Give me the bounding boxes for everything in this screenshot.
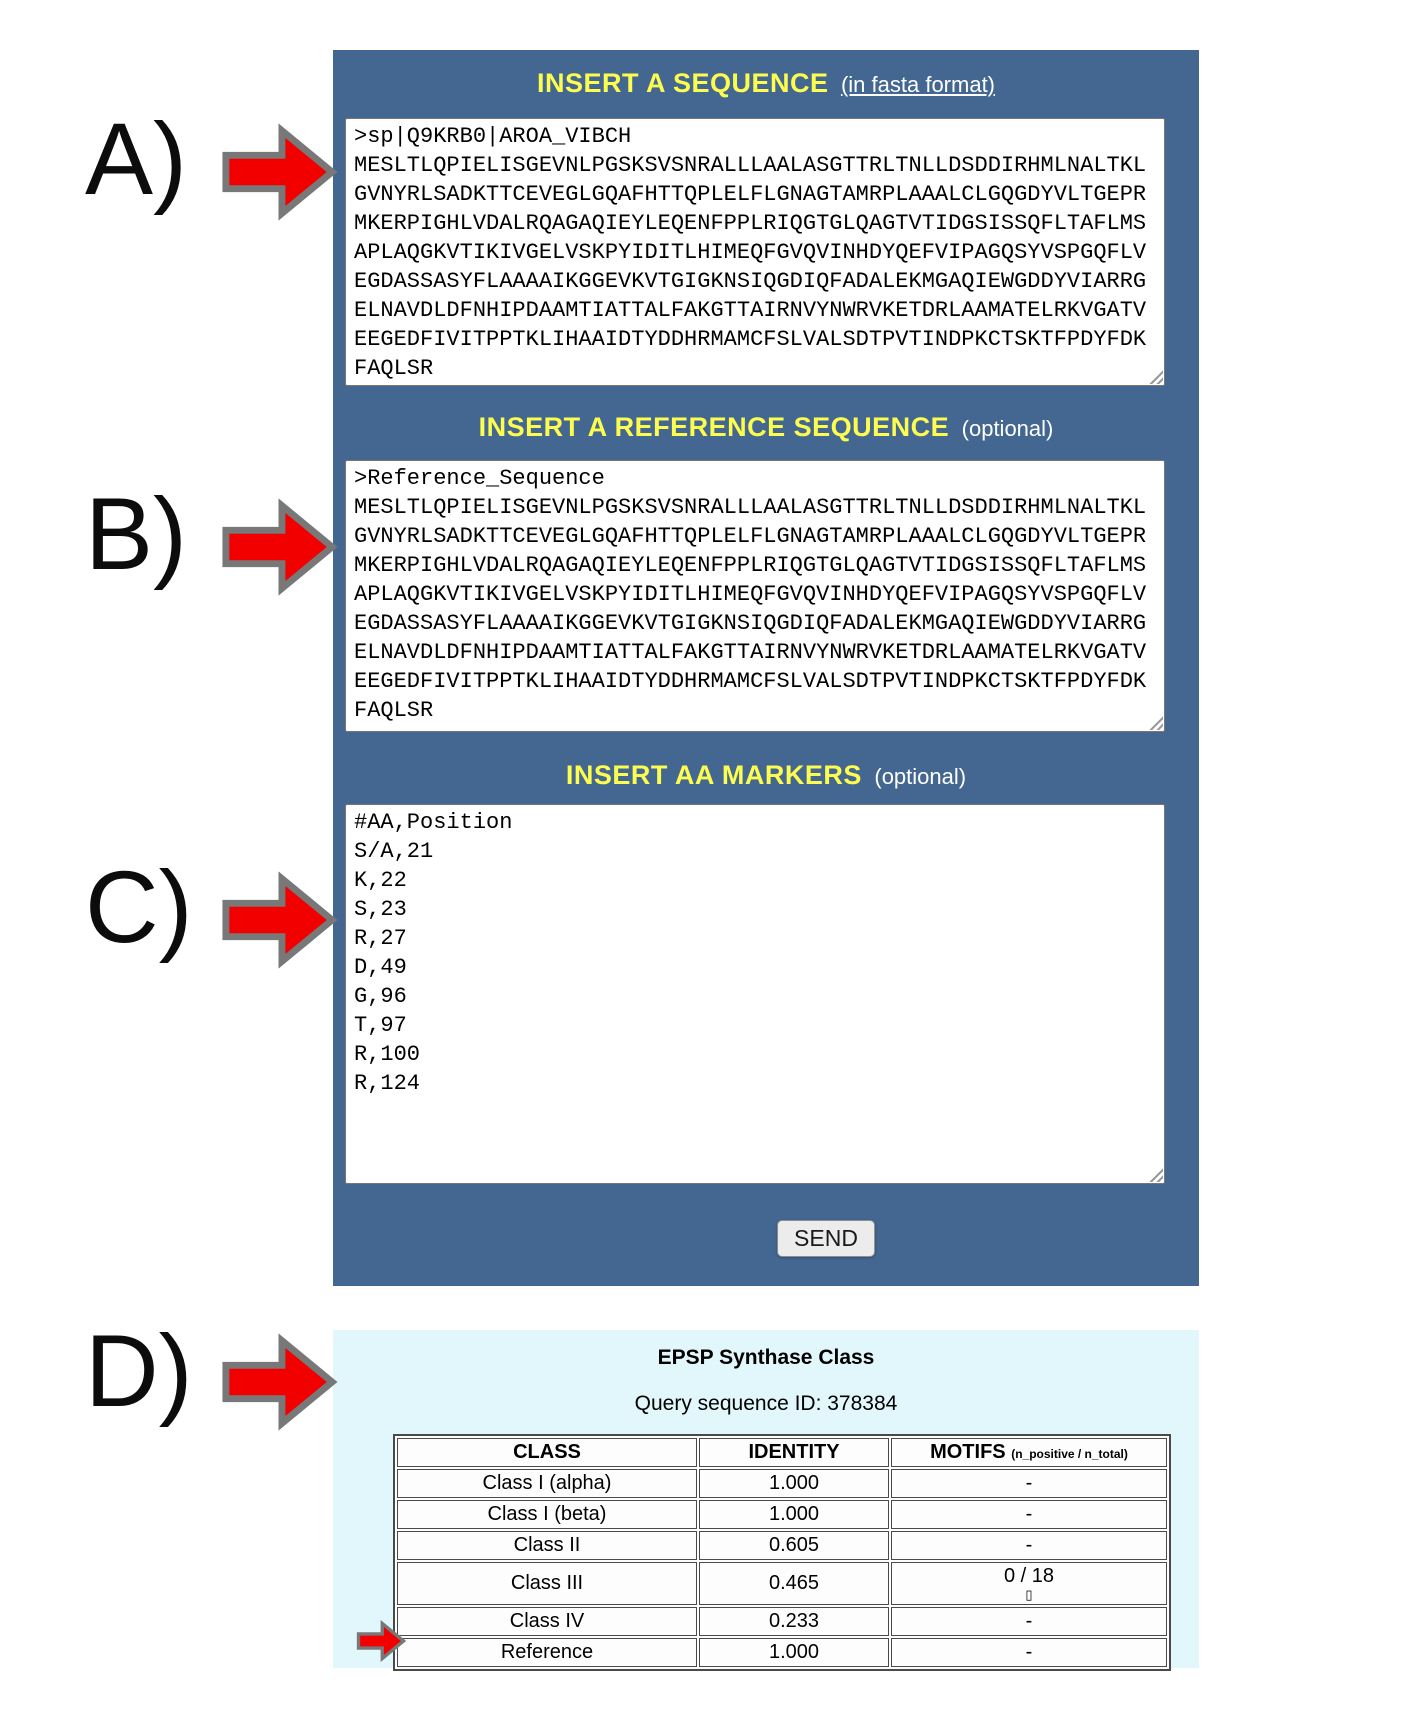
sequence-textarea-wrap: >sp|Q9KRB0|AROA_VIBCH MESLTLQPIELISGEVNL… — [345, 118, 1165, 386]
red-arrow-icon — [222, 498, 338, 596]
insert-reference-title: INSERT A REFERENCE SEQUENCE — [478, 412, 950, 442]
class-cell: Reference — [397, 1638, 697, 1667]
reference-sequence-input[interactable]: >Reference_Sequence MESLTLQPIELISGEVNLPG… — [345, 460, 1165, 732]
identity-cell: 0.605 — [699, 1531, 889, 1560]
annotation-label-d: D) — [85, 1314, 193, 1428]
aa-markers-input[interactable]: #AA,Position S/A,21 K,22 S,23 R,27 D,49 … — [345, 804, 1165, 1184]
motifs-header-sublabel: (n_positive / n_total) — [1011, 1447, 1128, 1461]
table-row: Class I (alpha)1.000- — [397, 1469, 1167, 1498]
markers-section-heading: INSERT AA MARKERS (optional) — [333, 760, 1199, 791]
query-sequence-id: Query sequence ID: 378384 — [634, 1392, 898, 1415]
insert-markers-title: INSERT AA MARKERS — [565, 760, 862, 790]
insert-sequence-title: INSERT A SEQUENCE — [536, 68, 829, 98]
motifs-cell: - — [891, 1638, 1167, 1667]
class-cell: Class IV — [397, 1607, 697, 1636]
annotation-label-b: B) — [85, 477, 187, 591]
identity-cell: 0.233 — [699, 1607, 889, 1636]
reference-optional-label: (optional) — [961, 416, 1054, 441]
annotation-label-a: A) — [85, 102, 187, 216]
motifs-cell: 0 / 18▯ — [891, 1562, 1167, 1605]
motifs-header-label: MOTIFS — [930, 1441, 1006, 1463]
fasta-format-link[interactable]: (in fasta format) — [840, 72, 996, 97]
results-panel: EPSP Synthase Class Query sequence ID: 3… — [333, 1330, 1199, 1671]
sequence-section-heading: INSERT A SEQUENCE (in fasta format) — [333, 68, 1199, 99]
reference-section-heading: INSERT A REFERENCE SEQUENCE (optional) — [333, 412, 1199, 443]
red-arrow-icon — [222, 1333, 338, 1431]
sequence-form-panel: INSERT A SEQUENCE (in fasta format) >sp|… — [333, 50, 1199, 1286]
results-table-body: Class I (alpha)1.000-Class I (beta)1.000… — [397, 1469, 1167, 1667]
class-cell: Class I (beta) — [397, 1500, 697, 1529]
table-row: Class I (beta)1.000- — [397, 1500, 1167, 1529]
red-arrow-icon — [222, 123, 338, 221]
reference-textarea-wrap: >Reference_Sequence MESLTLQPIELISGEVNLPG… — [345, 460, 1165, 732]
motifs-column-header: MOTIFS (n_positive / n_total) — [891, 1438, 1167, 1467]
motifs-cell: - — [891, 1607, 1167, 1636]
class-cell: Class III — [397, 1562, 697, 1605]
identity-cell: 1.000 — [699, 1469, 889, 1498]
identity-cell: 1.000 — [699, 1638, 889, 1667]
identity-cell: 0.465 — [699, 1562, 889, 1605]
red-arrow-icon — [222, 871, 338, 969]
markers-textarea-wrap: #AA,Position S/A,21 K,22 S,23 R,27 D,49 … — [345, 804, 1165, 1184]
annotation-label-c: C) — [85, 850, 193, 964]
identity-cell: 1.000 — [699, 1500, 889, 1529]
send-button[interactable]: SEND — [777, 1220, 875, 1257]
results-title: EPSP Synthase Class — [657, 1346, 875, 1369]
motifs-detail: ▯ — [1025, 1587, 1033, 1602]
class-cell: Class II — [397, 1531, 697, 1560]
motifs-cell: - — [891, 1469, 1167, 1498]
class-cell: Class I (alpha) — [397, 1469, 697, 1498]
class-column-header: CLASS — [397, 1438, 697, 1467]
markers-optional-label: (optional) — [874, 764, 967, 789]
sequence-input[interactable]: >sp|Q9KRB0|AROA_VIBCH MESLTLQPIELISGEVNL… — [345, 118, 1165, 386]
motifs-cell: - — [891, 1500, 1167, 1529]
reference-row-pointer-arrow-icon — [356, 1620, 406, 1662]
table-header-row: CLASS IDENTITY MOTIFS (n_positive / n_to… — [397, 1438, 1167, 1467]
motifs-cell: - — [891, 1531, 1167, 1560]
identity-column-header: IDENTITY — [699, 1438, 889, 1467]
results-table: CLASS IDENTITY MOTIFS (n_positive / n_to… — [393, 1434, 1171, 1671]
